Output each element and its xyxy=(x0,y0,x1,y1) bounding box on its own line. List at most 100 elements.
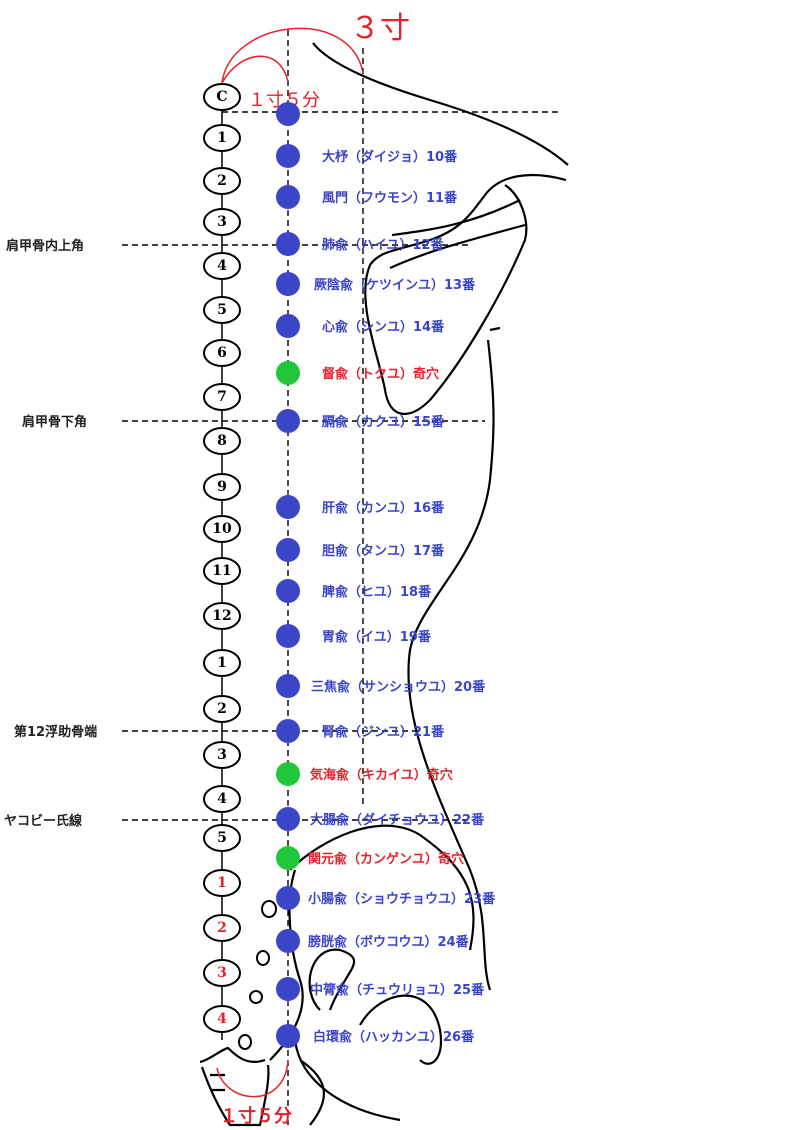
acupoint: 関元兪（カンゲンユ）奇穴 xyxy=(276,846,464,870)
vertebra-shape xyxy=(203,785,241,813)
acupoint: 督兪（トクユ）奇穴 xyxy=(276,361,439,385)
vertebra-shape xyxy=(203,1005,241,1033)
vertebra: 12 xyxy=(203,602,241,630)
acupoint: 風門（フウモン）11番 xyxy=(276,185,458,209)
acupoints: 大杼（ダイジョ）10番風門（フウモン）11番肺兪（ハイユ）12番厥陰兪（ケツイン… xyxy=(276,102,496,1048)
vertebra-label: 1 xyxy=(217,130,227,146)
acupoint: 胆兪（タンユ）17番 xyxy=(276,538,445,562)
acupoint-dot xyxy=(276,719,300,743)
vertebra: 7 xyxy=(203,383,241,411)
vertebra: 1 xyxy=(203,649,241,677)
acupoint-label: 白環兪（ハッカンユ）26番 xyxy=(313,1029,475,1045)
vertebra: 1 xyxy=(203,124,241,152)
vertebra-shape xyxy=(203,515,241,543)
vertebra-shape xyxy=(203,869,241,897)
acupoint: 心兪（シンユ）14番 xyxy=(276,314,445,338)
acupoint-dot xyxy=(276,846,300,870)
vertebra-label: 3 xyxy=(217,965,227,981)
acupoint-dot xyxy=(276,185,300,209)
vertebra-shape xyxy=(203,824,241,852)
acupoint-dot xyxy=(276,314,300,338)
vertebra-shape xyxy=(203,208,241,236)
vertebra-label: 5 xyxy=(217,302,227,318)
vertebra-label: 6 xyxy=(217,345,227,361)
vertebra: 4 xyxy=(203,1005,241,1033)
vertebra-shape xyxy=(203,602,241,630)
acupoint-label: 脾兪（ヒユ）18番 xyxy=(322,584,432,600)
vertebra: 3 xyxy=(203,208,241,236)
side-label-scapula-inferior-angle: 肩甲骨下角 xyxy=(22,414,87,430)
acupoint: 腎兪（ジンユ）21番 xyxy=(276,719,445,743)
acupoint-dot xyxy=(276,624,300,648)
acupoint-label: 風門（フウモン）11番 xyxy=(322,190,458,206)
acupoint-dot xyxy=(276,1024,300,1048)
vertebra-shape xyxy=(203,296,241,324)
acupoint: 気海兪（キカイユ）奇穴 xyxy=(276,762,453,786)
vertebra: 3 xyxy=(203,959,241,987)
acupoint-label: 督兪（トクユ）奇穴 xyxy=(322,366,439,382)
vertebra: C xyxy=(203,83,241,111)
acupoint-label: 肝兪（カンユ）16番 xyxy=(322,500,445,516)
vertebra: 5 xyxy=(203,296,241,324)
foramen-holes xyxy=(238,900,277,1050)
acupoint-dot xyxy=(276,929,300,953)
acupoint: 肝兪（カンユ）16番 xyxy=(276,495,445,519)
vertebra-label: C xyxy=(216,89,227,105)
vertebra: 4 xyxy=(203,785,241,813)
body-outline xyxy=(199,42,569,1127)
vertebra-label: 7 xyxy=(217,389,227,405)
vertebra-shape xyxy=(203,557,241,585)
acupoint: 大腸兪（ダイチョウユ）22番 xyxy=(276,807,485,831)
acupoint-label: 小腸兪（ショウチョウユ）23番 xyxy=(308,891,496,907)
acupoint-label: 胆兪（タンユ）17番 xyxy=(322,543,445,559)
acupoint: 三焦兪（サンショウユ）20番 xyxy=(276,674,486,698)
acupoint-dot xyxy=(276,674,300,698)
acupoint: 膀胱兪（ボウコウユ）24番 xyxy=(276,929,470,953)
vertebra: 10 xyxy=(203,515,241,543)
vertebra-label: 3 xyxy=(217,214,227,230)
vertebra-label: 2 xyxy=(217,173,227,189)
acupoint: 膈兪（カクユ）15番 xyxy=(276,409,445,433)
acupoint-label: 厥陰兪（ケツインユ）13番 xyxy=(314,277,476,293)
vertebra: 4 xyxy=(203,252,241,280)
acupoint-label: 膈兪（カクユ）15番 xyxy=(321,414,445,430)
vertebra-label: 4 xyxy=(217,1011,227,1027)
acupoint-dot xyxy=(276,807,300,831)
measure-arcs xyxy=(216,27,364,1098)
vertebra-label: 1 xyxy=(217,875,227,891)
acupoint-label: 心兪（シンユ）14番 xyxy=(322,319,445,335)
acupoint-label: 腎兪（ジンユ）21番 xyxy=(322,724,445,740)
acupoint-label: 膀胱兪（ボウコウユ）24番 xyxy=(307,934,470,950)
vertebra-label: 12 xyxy=(212,608,231,624)
measure-1-sun-5-bu-bottom: １寸５分 xyxy=(220,1105,292,1127)
acupoint-label: 関元兪（カンゲンユ）奇穴 xyxy=(308,851,464,867)
vertebra-shape xyxy=(203,124,241,152)
acupoint: 肺兪（ハイユ）12番 xyxy=(276,232,445,256)
vertebra: 5 xyxy=(203,824,241,852)
vertebra: 2 xyxy=(203,914,241,942)
vertebra-shape xyxy=(203,167,241,195)
acupoint-dot xyxy=(276,409,300,433)
vertebra-shape xyxy=(203,473,241,501)
vertebra: 2 xyxy=(203,167,241,195)
vertebra-label: 8 xyxy=(217,433,227,449)
acupoint: 小腸兪（ショウチョウユ）23番 xyxy=(276,886,496,910)
vertebra-label: 10 xyxy=(212,521,232,537)
vertebra-label: 2 xyxy=(217,920,227,936)
acupoint: 中膂兪（チュウリョユ）25番 xyxy=(276,977,485,1001)
vertebra-shape xyxy=(203,383,241,411)
acupoint-dot xyxy=(276,977,300,1001)
acupoint-label: 大杼（ダイジョ）10番 xyxy=(322,149,458,165)
vertebra: 11 xyxy=(203,557,241,585)
vertebra-label: 11 xyxy=(212,563,231,579)
acupoint-dot xyxy=(276,762,300,786)
acupoint-label: 気海兪（キカイユ）奇穴 xyxy=(310,767,453,783)
acupoint-label: 中膂兪（チュウリョユ）25番 xyxy=(310,982,485,998)
side-label-scapula-superior-angle: 肩甲骨内上角 xyxy=(6,238,84,254)
vertebra-shape xyxy=(203,83,241,111)
vertebra-shape xyxy=(203,741,241,769)
vertebra-shape xyxy=(203,914,241,942)
vertebra-shape xyxy=(203,649,241,677)
